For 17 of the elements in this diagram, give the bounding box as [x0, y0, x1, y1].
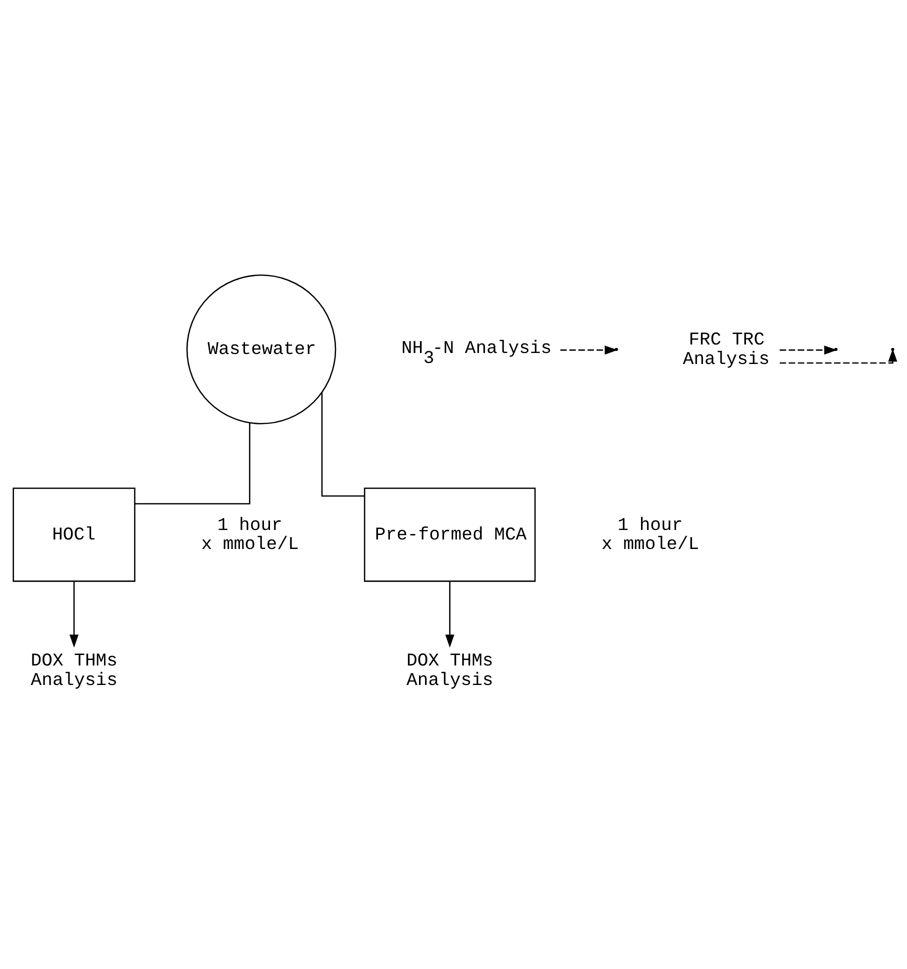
connector — [134, 422, 250, 504]
arrow — [560, 345, 618, 354]
connector — [321, 392, 365, 496]
node-label: 1 hour — [618, 515, 683, 536]
node-label: 1 hour — [217, 515, 282, 536]
node-text: DOX THMs Analysis — [30, 650, 118, 690]
node-box: Pre-formed MCA — [364, 487, 536, 582]
arrow — [70, 580, 79, 648]
node-label: x mmole/L — [201, 534, 299, 555]
arrow — [780, 345, 838, 354]
node-text: FRC TRC Analysis — [682, 330, 770, 370]
node-box: HOCl — [12, 487, 136, 582]
node-circle: Wastewater — [186, 274, 336, 424]
node-label: x mmole/L — [602, 534, 700, 555]
node-text: DOX THMs Analysis — [406, 650, 494, 690]
arrow — [445, 580, 454, 648]
arrow — [780, 348, 898, 364]
